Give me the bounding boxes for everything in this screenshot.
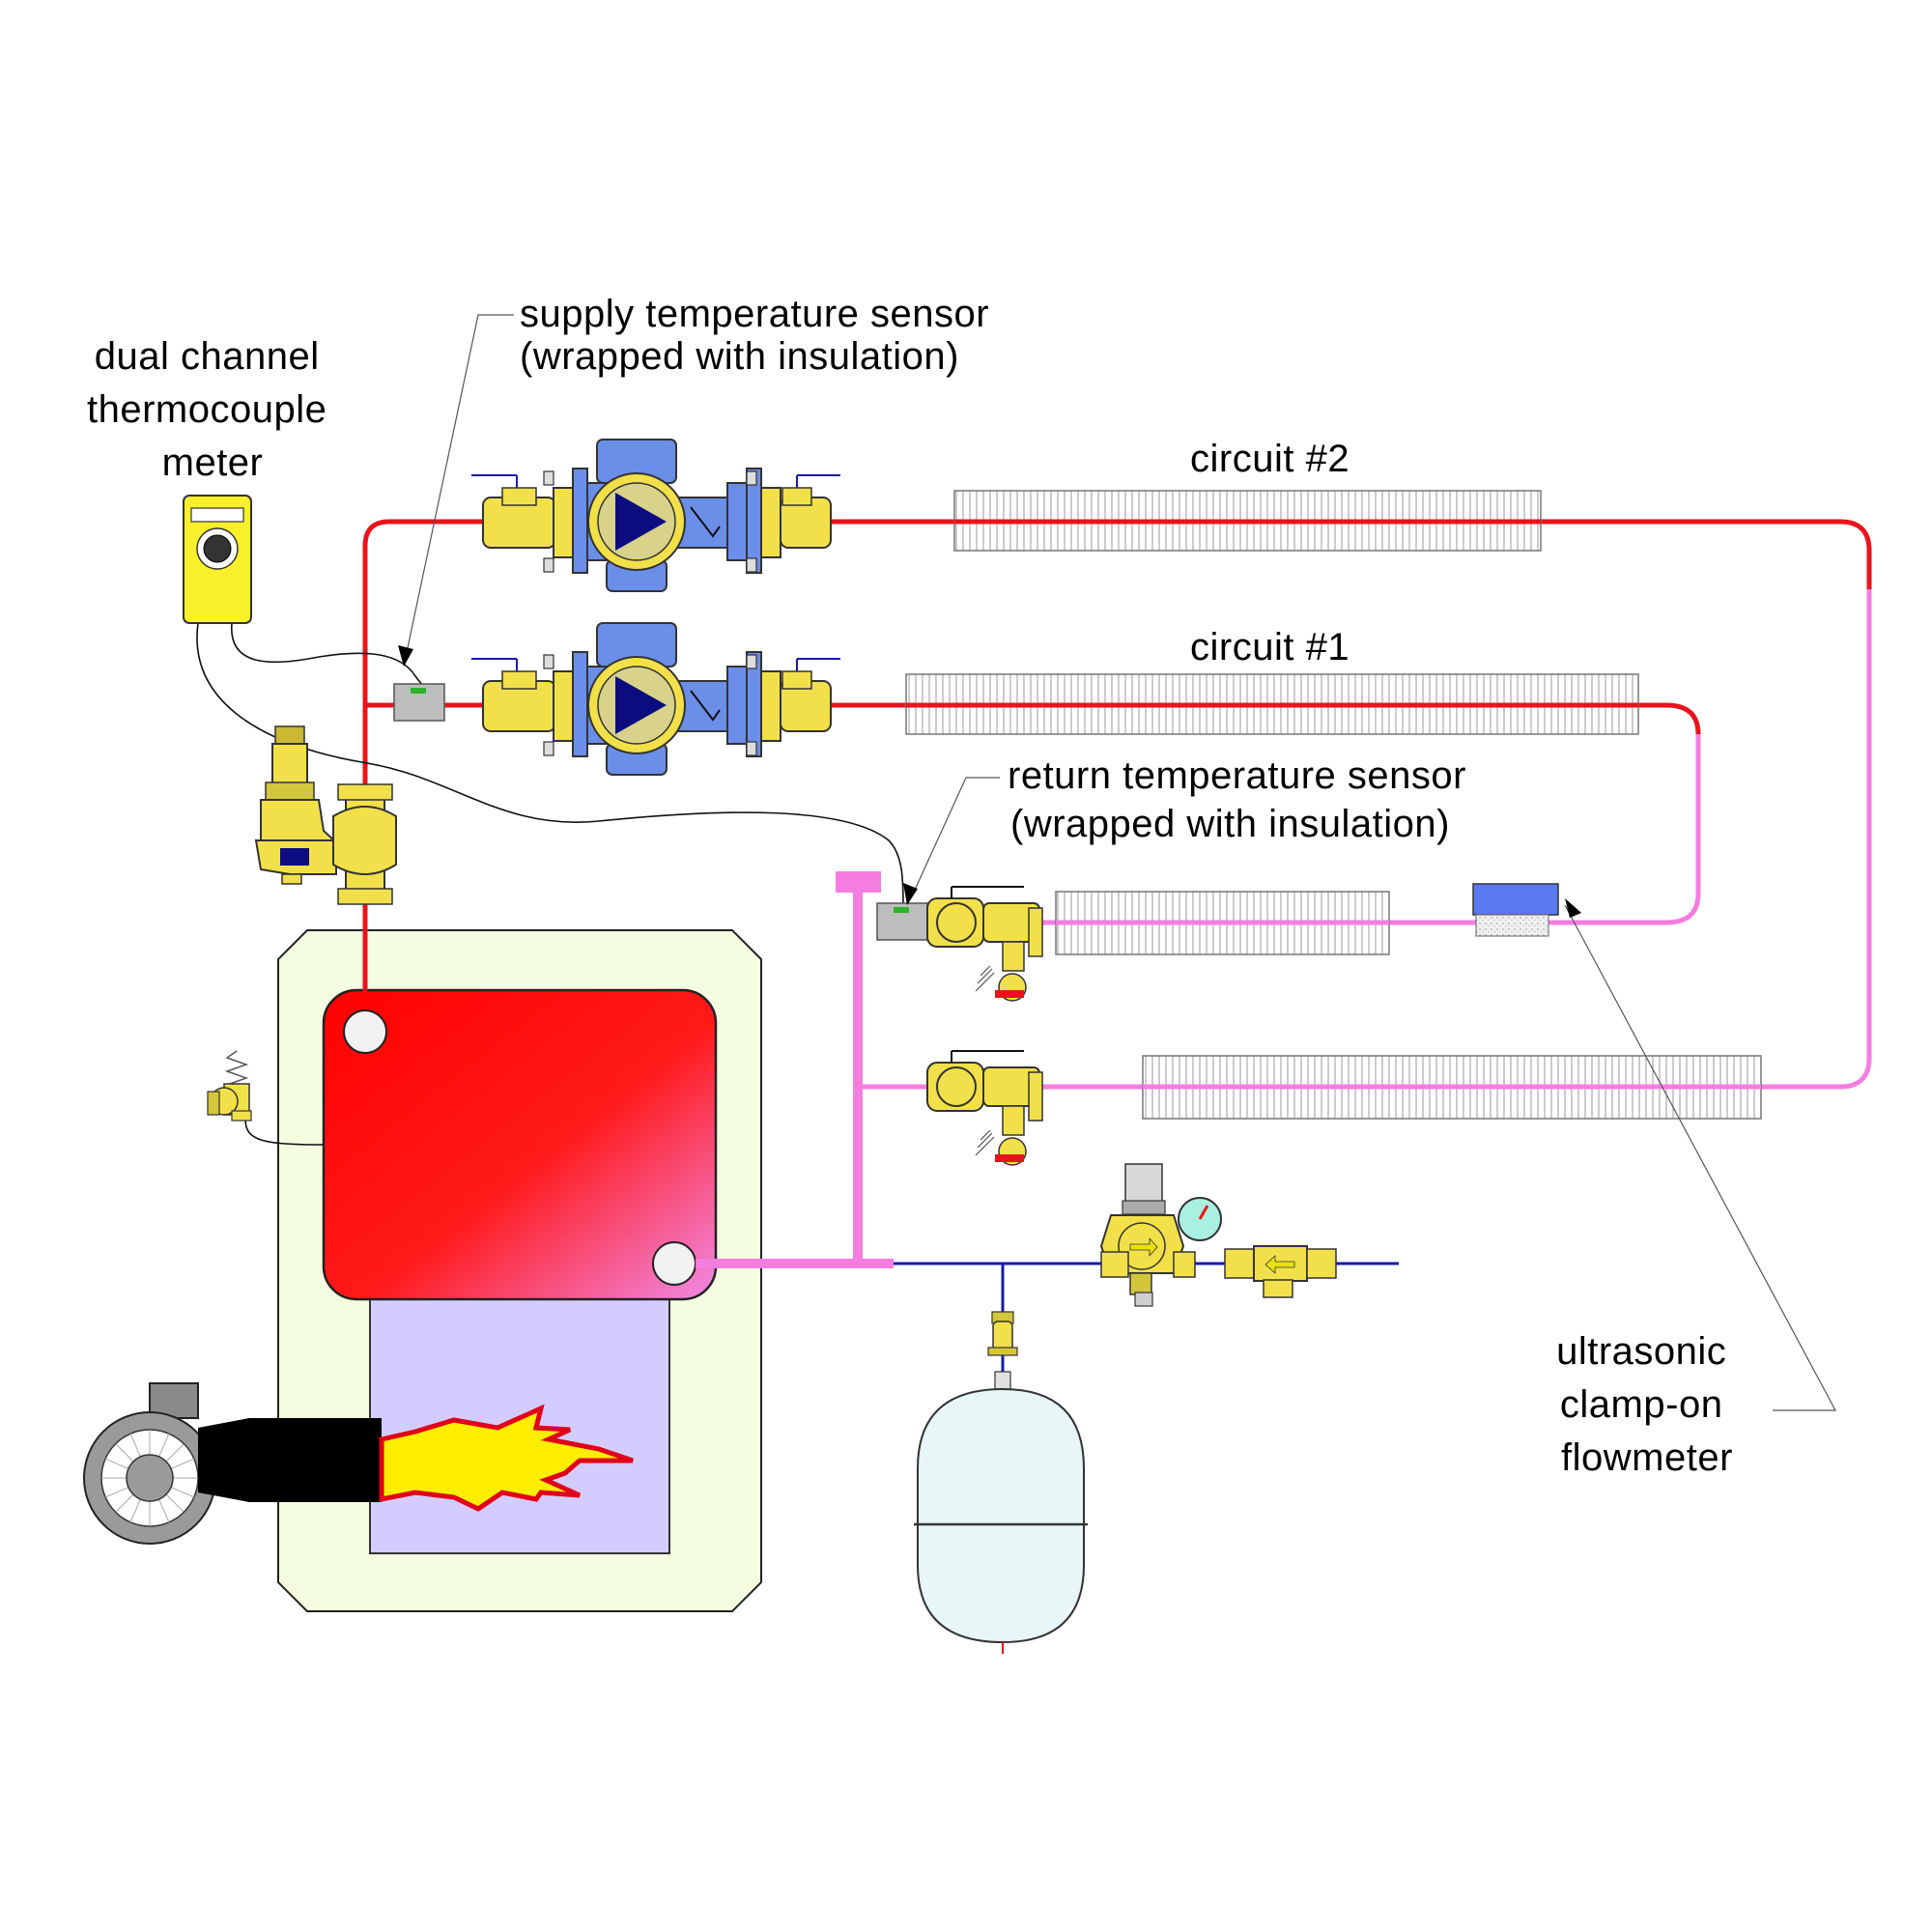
circulator-pump-circuit-2 (471, 439, 840, 592)
circulator-pump-circuit-1 (471, 622, 840, 776)
combustion-chamber (369, 1272, 670, 1554)
flame-icon (379, 1404, 634, 1512)
flowmeter-label: ultrasonic clamp-on flowmeter (1556, 1330, 1738, 1479)
thermocouple-meter-icon (183, 495, 252, 624)
boiler-supply-port (343, 1009, 387, 1054)
oil-burner-icon (83, 1382, 382, 1545)
ultrasonic-flowmeter (1472, 883, 1559, 937)
ball-valve-icon (760, 474, 840, 558)
supply-temperature-sensor (393, 683, 445, 722)
return-temperature-sensor (876, 902, 928, 941)
ball-valve-icon (760, 658, 840, 742)
return-sensor-label: return temperature sensor (wrapped with … (1008, 754, 1478, 845)
air-separator-icon (254, 725, 397, 905)
boiler-return-port (652, 1241, 696, 1286)
meter-label: dual channel thermocouple meter (87, 335, 338, 484)
return-main (696, 871, 894, 1268)
expansion-tank-icon (914, 1311, 1088, 1654)
leader-lines (405, 314, 1837, 1411)
leader-arrowheads (398, 645, 1581, 918)
air-vent-tee (836, 871, 881, 893)
ball-valve-icon (471, 474, 574, 558)
boiler (277, 929, 762, 1612)
backflow-preventer-icon (1224, 1245, 1337, 1298)
circuit-1-label: circuit #1 (1190, 626, 1350, 668)
circuit-2-label: circuit #2 (1190, 438, 1350, 480)
purge-valve-lower (926, 1050, 1043, 1166)
ball-valve-icon (471, 658, 574, 742)
supply-sensor-label: supply temperature sensor (wrapped with … (520, 293, 1001, 378)
purge-valve-upper (926, 886, 1043, 1002)
pressure-reducing-valve-icon (1099, 1163, 1222, 1307)
relief-valve-icon (207, 1050, 252, 1122)
